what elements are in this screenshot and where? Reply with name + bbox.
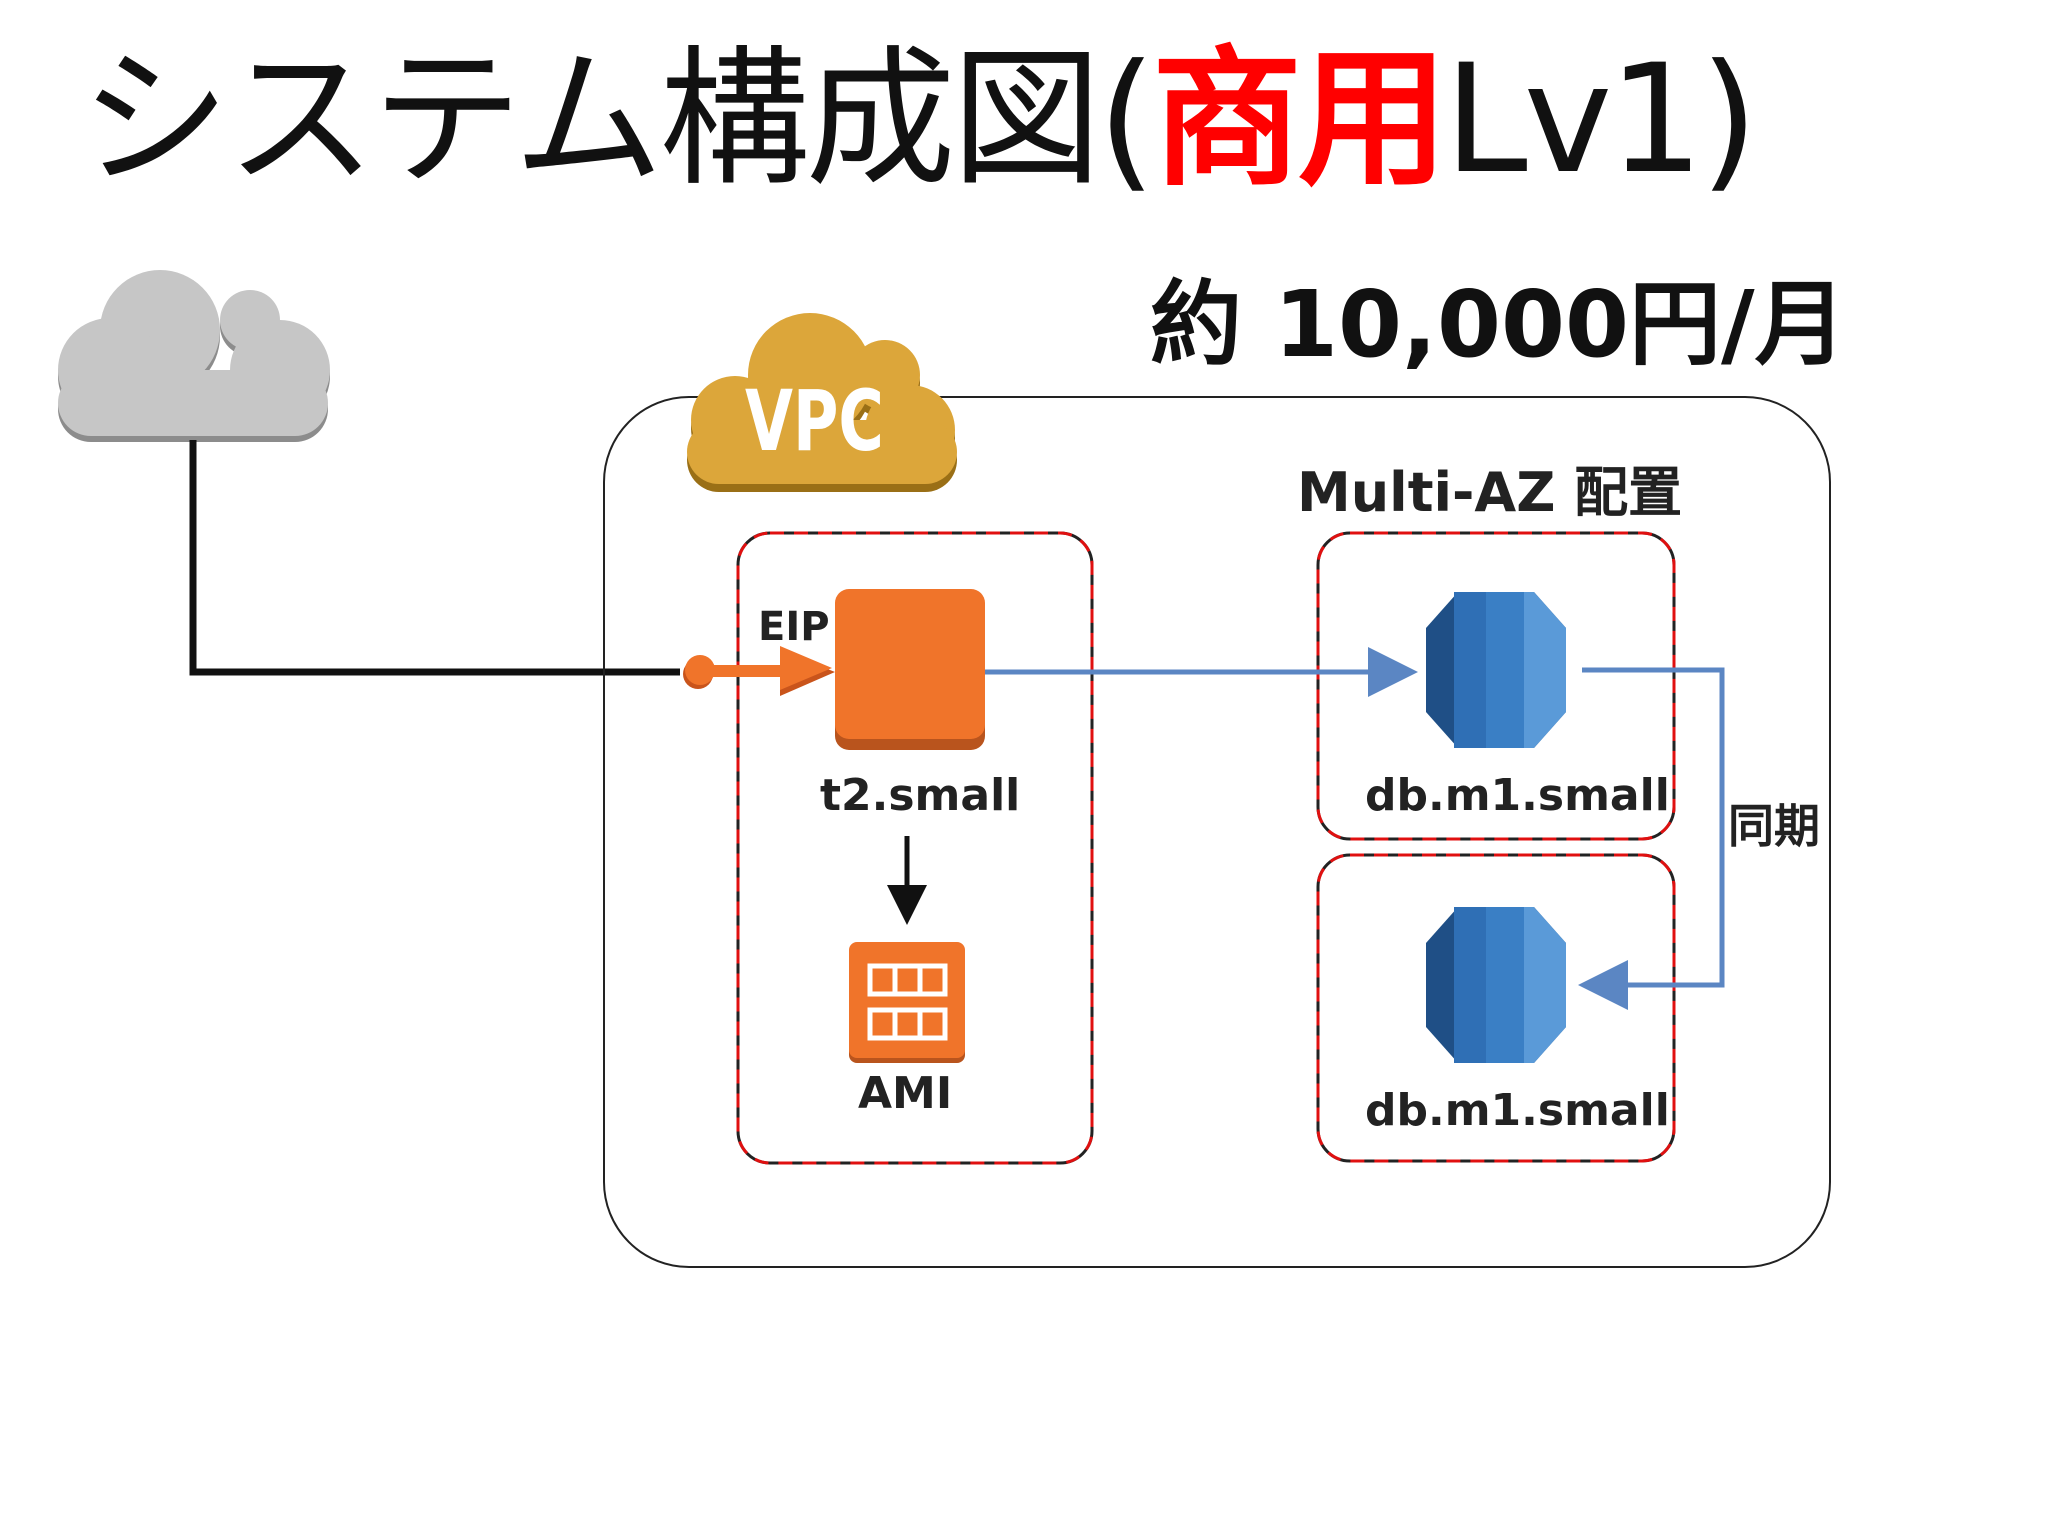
eip-icon [683, 646, 835, 696]
ami-label: AMI [858, 1068, 953, 1119]
vpc-label: VPC [745, 372, 884, 470]
eip-label: EIP [758, 604, 830, 650]
ec2-instance-icon [835, 589, 985, 750]
ami-icon [849, 942, 965, 1063]
multi-az-label: Multi-AZ 配置 [1297, 461, 1683, 524]
vpc-boundary [603, 396, 1831, 1268]
ec2-instance-label: t2.small [820, 770, 1021, 821]
rds-database-icon-standby [1426, 907, 1566, 1063]
rds-database-icon [1426, 592, 1566, 748]
sync-arrow [1578, 667, 1725, 1010]
title-accent: 商用 [1152, 33, 1448, 207]
internet-connection-line [189, 440, 680, 676]
title-suffix: Lv1) [1444, 33, 1758, 207]
sync-label: 同期 [1728, 799, 1820, 853]
page-title: システム構成図(商用Lv1) [80, 30, 1758, 210]
rds-standby-label: db.m1.small [1365, 1085, 1670, 1136]
rds-primary-label: db.m1.small [1365, 770, 1670, 821]
internet-cloud-icon [58, 270, 330, 442]
title-prefix: システム構成図( [80, 33, 1156, 207]
vpc-cloud-icon [687, 313, 957, 492]
monthly-price: 約 10,000円/月 [1150, 271, 1847, 378]
